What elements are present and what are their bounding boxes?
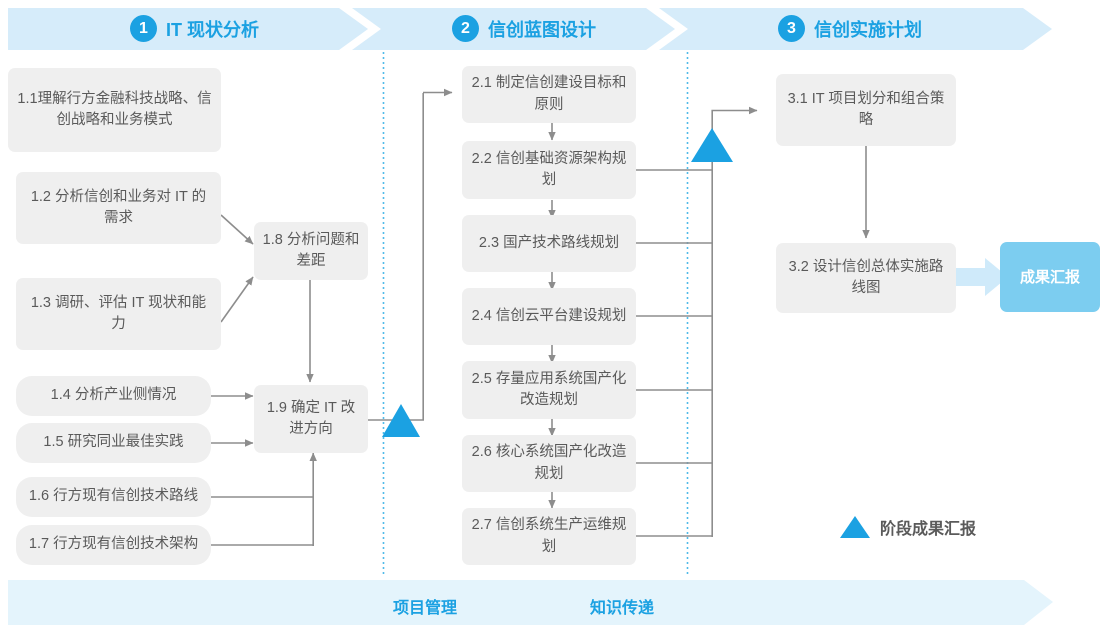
milestone-triangle-phase1 <box>382 404 420 437</box>
connectors-phase1 <box>211 88 453 546</box>
node-1-6[interactable]: 1.6 行方现有信创技术路线 <box>16 477 211 517</box>
node-1-9[interactable]: 1.9 确定 IT 改进方向 <box>254 385 368 453</box>
node-1-4[interactable]: 1.4 分析产业侧情况 <box>16 376 211 416</box>
node-1-1[interactable]: 1.1理解行方金融科技战略、信创战略和业务模式 <box>8 68 221 152</box>
footer-band <box>8 580 1053 625</box>
phase-title-1: IT 现状分析 <box>166 19 259 40</box>
node-1-3[interactable]: 1.3 调研、评估 IT 现状和能力 <box>16 278 221 350</box>
phase-title-2: 信创蓝图设计 <box>488 19 596 40</box>
milestone-triangle-phase2 <box>691 128 733 162</box>
node-1-5[interactable]: 1.5 研究同业最佳实践 <box>16 423 211 463</box>
node-2-4[interactable]: 2.4 信创云平台建设规划 <box>462 288 636 345</box>
node-2-5[interactable]: 2.5 存量应用系统国产化改造规划 <box>462 361 636 419</box>
node-1-7[interactable]: 1.7 行方现有信创技术架构 <box>16 525 211 565</box>
node-3-1[interactable]: 3.1 IT 项目划分和组合策略 <box>776 74 956 146</box>
result-arrow-icon <box>955 258 1008 296</box>
footer-item-project-management[interactable]: 项目管理 <box>393 600 458 617</box>
phase-header-1[interactable]: 1 IT 现状分析 <box>130 15 259 42</box>
footer-item-knowledge-transfer[interactable]: 知识传递 <box>590 600 655 617</box>
node-2-2[interactable]: 2.2 信创基础资源架构规划 <box>462 141 636 199</box>
milestone-triangles <box>382 128 733 437</box>
phase-dividers <box>382 52 689 576</box>
node-2-3[interactable]: 2.3 国产技术路线规划 <box>462 215 636 272</box>
node-2-6[interactable]: 2.6 核心系统国产化改造规划 <box>462 435 636 492</box>
phase-number-3: 3 <box>778 15 805 42</box>
node-2-1[interactable]: 2.1 制定信创建设目标和原则 <box>462 66 636 123</box>
phase-title-3: 信创实施计划 <box>814 19 922 40</box>
connectors-phase2-bus <box>636 106 758 537</box>
phase-header-3[interactable]: 3 信创实施计划 <box>778 15 922 42</box>
node-1-2[interactable]: 1.2 分析信创和业务对 IT 的需求 <box>16 172 221 244</box>
legend-milestone-label: 阶段成果汇报 <box>880 521 977 538</box>
triangle-icon <box>840 516 870 538</box>
node-3-2[interactable]: 3.2 设计信创总体实施路线图 <box>776 243 956 313</box>
result-report-box[interactable]: 成果汇报 <box>1000 242 1100 312</box>
phase-header-2[interactable]: 2 信创蓝图设计 <box>452 15 596 42</box>
phase-number-1: 1 <box>130 15 157 42</box>
legend-milestone: 阶段成果汇报 <box>840 515 976 539</box>
node-1-8[interactable]: 1.8 分析问题和差距 <box>254 222 368 280</box>
phase-number-2: 2 <box>452 15 479 42</box>
node-2-7[interactable]: 2.7 信创系统生产运维规划 <box>462 508 636 565</box>
